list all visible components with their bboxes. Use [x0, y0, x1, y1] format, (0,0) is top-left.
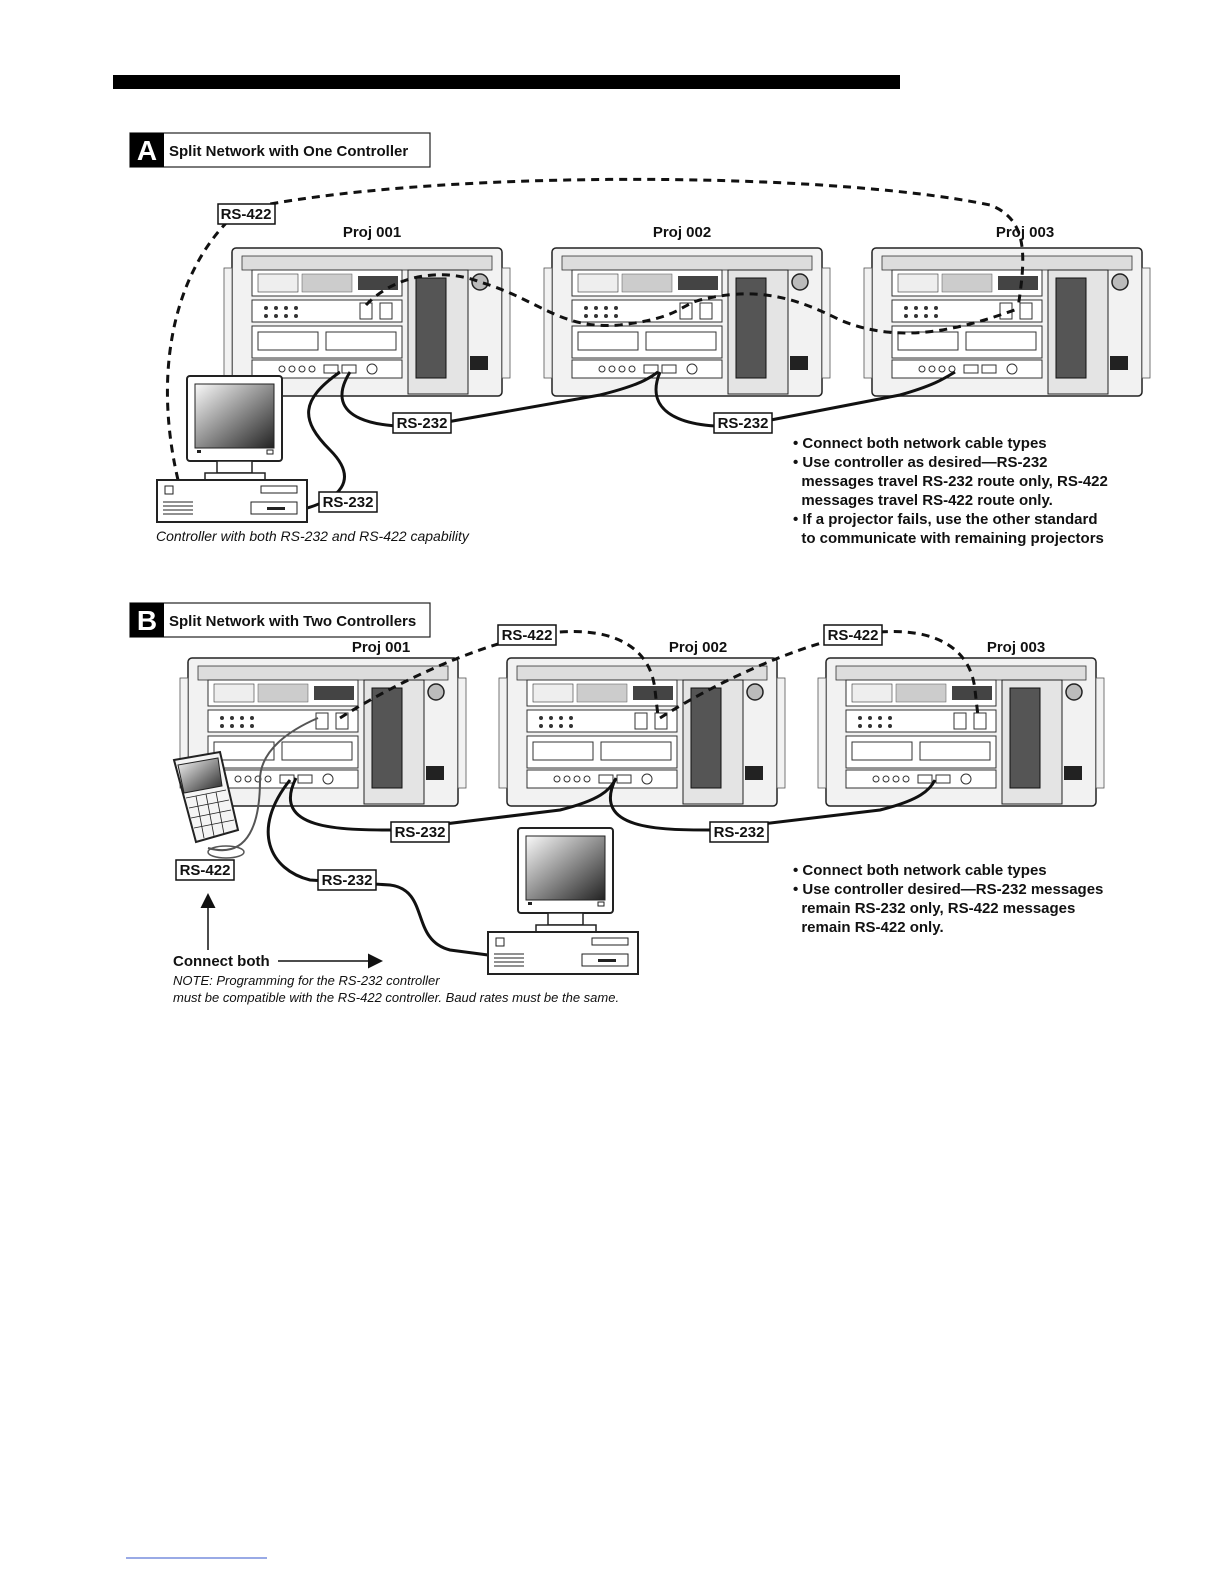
note-a-3: messages travel RS-232 route only, RS-42… [793, 473, 1108, 490]
rs232-label-a1: RS-232 [397, 415, 448, 432]
section-a: A Split Network with One Controller Proj… [130, 133, 1150, 547]
note-a-2: • Use controller as desired—RS-232 [793, 454, 1048, 471]
rs422-label-a: RS-422 [221, 206, 272, 223]
projector-b2 [499, 658, 785, 806]
note-b-2: • Use controller desired—RS-232 messages [793, 881, 1103, 898]
header-rule [113, 75, 900, 89]
keypad-cable-coil [208, 846, 244, 858]
projector-a1 [224, 248, 510, 396]
notes-a: • Connect both network cable types • Use… [793, 435, 1108, 547]
projector-b3 [818, 658, 1104, 806]
section-a-letter: A [137, 135, 157, 166]
rs422-label-keypad: RS-422 [180, 862, 231, 879]
note-b-line1: NOTE: Programming for the RS-232 control… [173, 973, 440, 988]
rs232-label-b1: RS-232 [395, 824, 446, 841]
note-b-1: • Connect both network cable types [793, 862, 1047, 879]
section-b-letter: B [137, 605, 157, 636]
rs422-label-b2: RS-422 [828, 627, 879, 644]
projector-b2-label: Proj 002 [669, 639, 727, 656]
note-a-1: • Connect both network cable types [793, 435, 1047, 452]
section-b: B Split Network with Two Controllers Pro… [130, 603, 1104, 1005]
projector-a2 [544, 248, 830, 396]
note-b-3: remain RS-232 only, RS-422 messages [793, 900, 1075, 917]
note-a-6: to communicate with remaining projectors [793, 530, 1104, 547]
rs232-label-a-pc: RS-232 [323, 494, 374, 511]
projector-a2-label: Proj 002 [653, 224, 711, 241]
rs232-label-b2: RS-232 [714, 824, 765, 841]
projector-b3-label: Proj 003 [987, 639, 1045, 656]
rs232-label-b-pc: RS-232 [322, 872, 373, 889]
projector-a3 [864, 248, 1150, 396]
projector-b1-label: Proj 001 [352, 639, 410, 656]
computer-controller-a [157, 376, 307, 522]
section-b-title: Split Network with Two Controllers [169, 613, 416, 630]
note-b-line2: must be compatible with the RS-422 contr… [173, 990, 619, 1005]
note-a-5: • If a projector fails, use the other st… [793, 511, 1097, 528]
notes-b: • Connect both network cable types • Use… [793, 862, 1103, 936]
controller-caption-a: Controller with both RS-232 and RS-422 c… [156, 528, 470, 544]
projector-a3-label: Proj 003 [996, 224, 1054, 241]
note-b-4: remain RS-422 only. [793, 919, 944, 936]
connect-both-label: Connect both [173, 953, 270, 970]
projector-a1-label: Proj 001 [343, 224, 401, 241]
computer-controller-b [488, 828, 638, 974]
rs422-label-b1: RS-422 [502, 627, 553, 644]
note-a-4: messages travel RS-422 route only. [793, 492, 1053, 509]
section-a-title: Split Network with One Controller [169, 143, 408, 160]
rs232-label-a2: RS-232 [718, 415, 769, 432]
